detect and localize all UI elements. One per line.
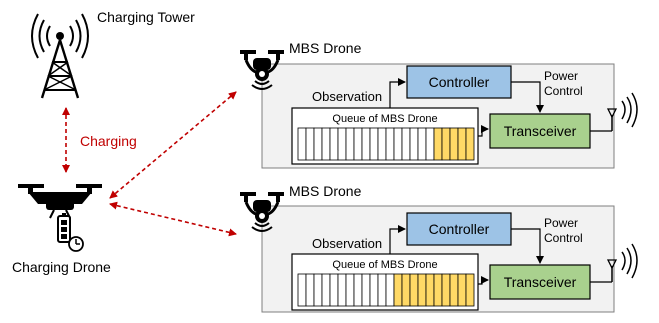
transceiver-label: Transceiver: [504, 123, 577, 139]
queue-cell-filled: [457, 127, 467, 161]
queue-label: Queue of MBS Drone: [332, 113, 437, 125]
queue-cell-filled: [457, 273, 467, 307]
queue-cell-empty: [321, 273, 331, 307]
queue-cell-empty: [337, 273, 347, 307]
control-label: Control: [544, 84, 583, 98]
queue-cell-filled: [433, 127, 443, 161]
controller-box: [406, 65, 512, 99]
transceiver-label: Transceiver: [504, 274, 577, 290]
control-label: Control: [544, 231, 583, 245]
queue-cell-empty: [377, 127, 387, 161]
queue-cell-empty: [377, 273, 387, 307]
queue-cell-empty: [313, 273, 323, 307]
queue-cell-empty: [369, 273, 379, 307]
queue-cell-empty: [409, 127, 419, 161]
queue-cell-empty: [313, 127, 323, 161]
queue-cell-filled: [449, 273, 459, 307]
queue-cell-empty: [345, 127, 355, 161]
queue-cells: [297, 273, 475, 307]
queue-cell-empty: [401, 127, 411, 161]
mbs-unit-2: MBS Drone Controller Queue of MBS Drone …: [238, 183, 638, 313]
queue-cell-empty: [385, 273, 395, 307]
queue-to-transceiver-arrow: [478, 276, 489, 285]
queue-label: Queue of MBS Drone: [332, 259, 437, 271]
queue-cell-empty: [305, 273, 315, 307]
queue-cell-empty: [345, 273, 355, 307]
queue-cell-filled: [449, 127, 459, 161]
mbs-drone-label: MBS Drone: [289, 183, 362, 199]
charging-drone-icon: [18, 184, 102, 252]
queue-cell-empty: [337, 127, 347, 161]
queue-cell-filled: [465, 273, 475, 307]
queue-cell-empty: [385, 127, 395, 161]
power-control-arrow: [511, 81, 544, 113]
observation-arrow: [389, 78, 406, 108]
observation-arrow: [389, 225, 406, 254]
queue-cell-empty: [361, 273, 371, 307]
drone-link-lower: [109, 201, 237, 237]
queue-cells: [297, 127, 475, 161]
queue-cell-empty: [417, 127, 427, 161]
queue-cell-filled: [425, 273, 435, 307]
queue-cell-filled: [441, 127, 451, 161]
queue-cell-filled: [393, 273, 403, 307]
controller-label: Controller: [429, 74, 490, 90]
observation-label: Observation: [312, 236, 382, 251]
queue-cell-empty: [305, 127, 315, 161]
power-control-arrow: [511, 228, 544, 264]
queue-to-transceiver-arrow: [478, 125, 489, 137]
queue-cell-filled: [409, 273, 419, 307]
queue-cell-empty: [393, 127, 403, 161]
queue-cell-empty: [297, 127, 307, 161]
charging-drone-label: Charging Drone: [12, 259, 111, 275]
queue-cell-empty: [361, 127, 371, 161]
tower-icon: [31, 13, 89, 99]
queue-cell-filled: [417, 273, 427, 307]
transceiver-box: [489, 264, 591, 300]
queue-cell-empty: [321, 127, 331, 161]
mbs-unit-1: MBS Drone Controller Queue of MBS Drone …: [238, 40, 638, 169]
queue-cell-empty: [353, 273, 363, 307]
power-label: Power: [544, 216, 578, 230]
queue-cell-filled: [433, 273, 443, 307]
observation-label: Observation: [312, 89, 382, 104]
controller-label: Controller: [429, 221, 490, 237]
queue-cell-filled: [401, 273, 411, 307]
charging-edge-label: Charging: [80, 133, 137, 149]
queue-cell-empty: [329, 273, 339, 307]
mbs-drone-label: MBS Drone: [289, 40, 362, 56]
queue-cell-empty: [329, 127, 339, 161]
queue-cell-empty: [297, 273, 307, 307]
tower-label: Charging Tower: [97, 9, 195, 25]
queue-cell-empty: [425, 127, 435, 161]
queue-cell-empty: [353, 127, 363, 161]
queue-cell-filled: [441, 273, 451, 307]
queue-cell-filled: [465, 127, 475, 161]
queue-cell-empty: [369, 127, 379, 161]
power-label: Power: [544, 69, 578, 83]
